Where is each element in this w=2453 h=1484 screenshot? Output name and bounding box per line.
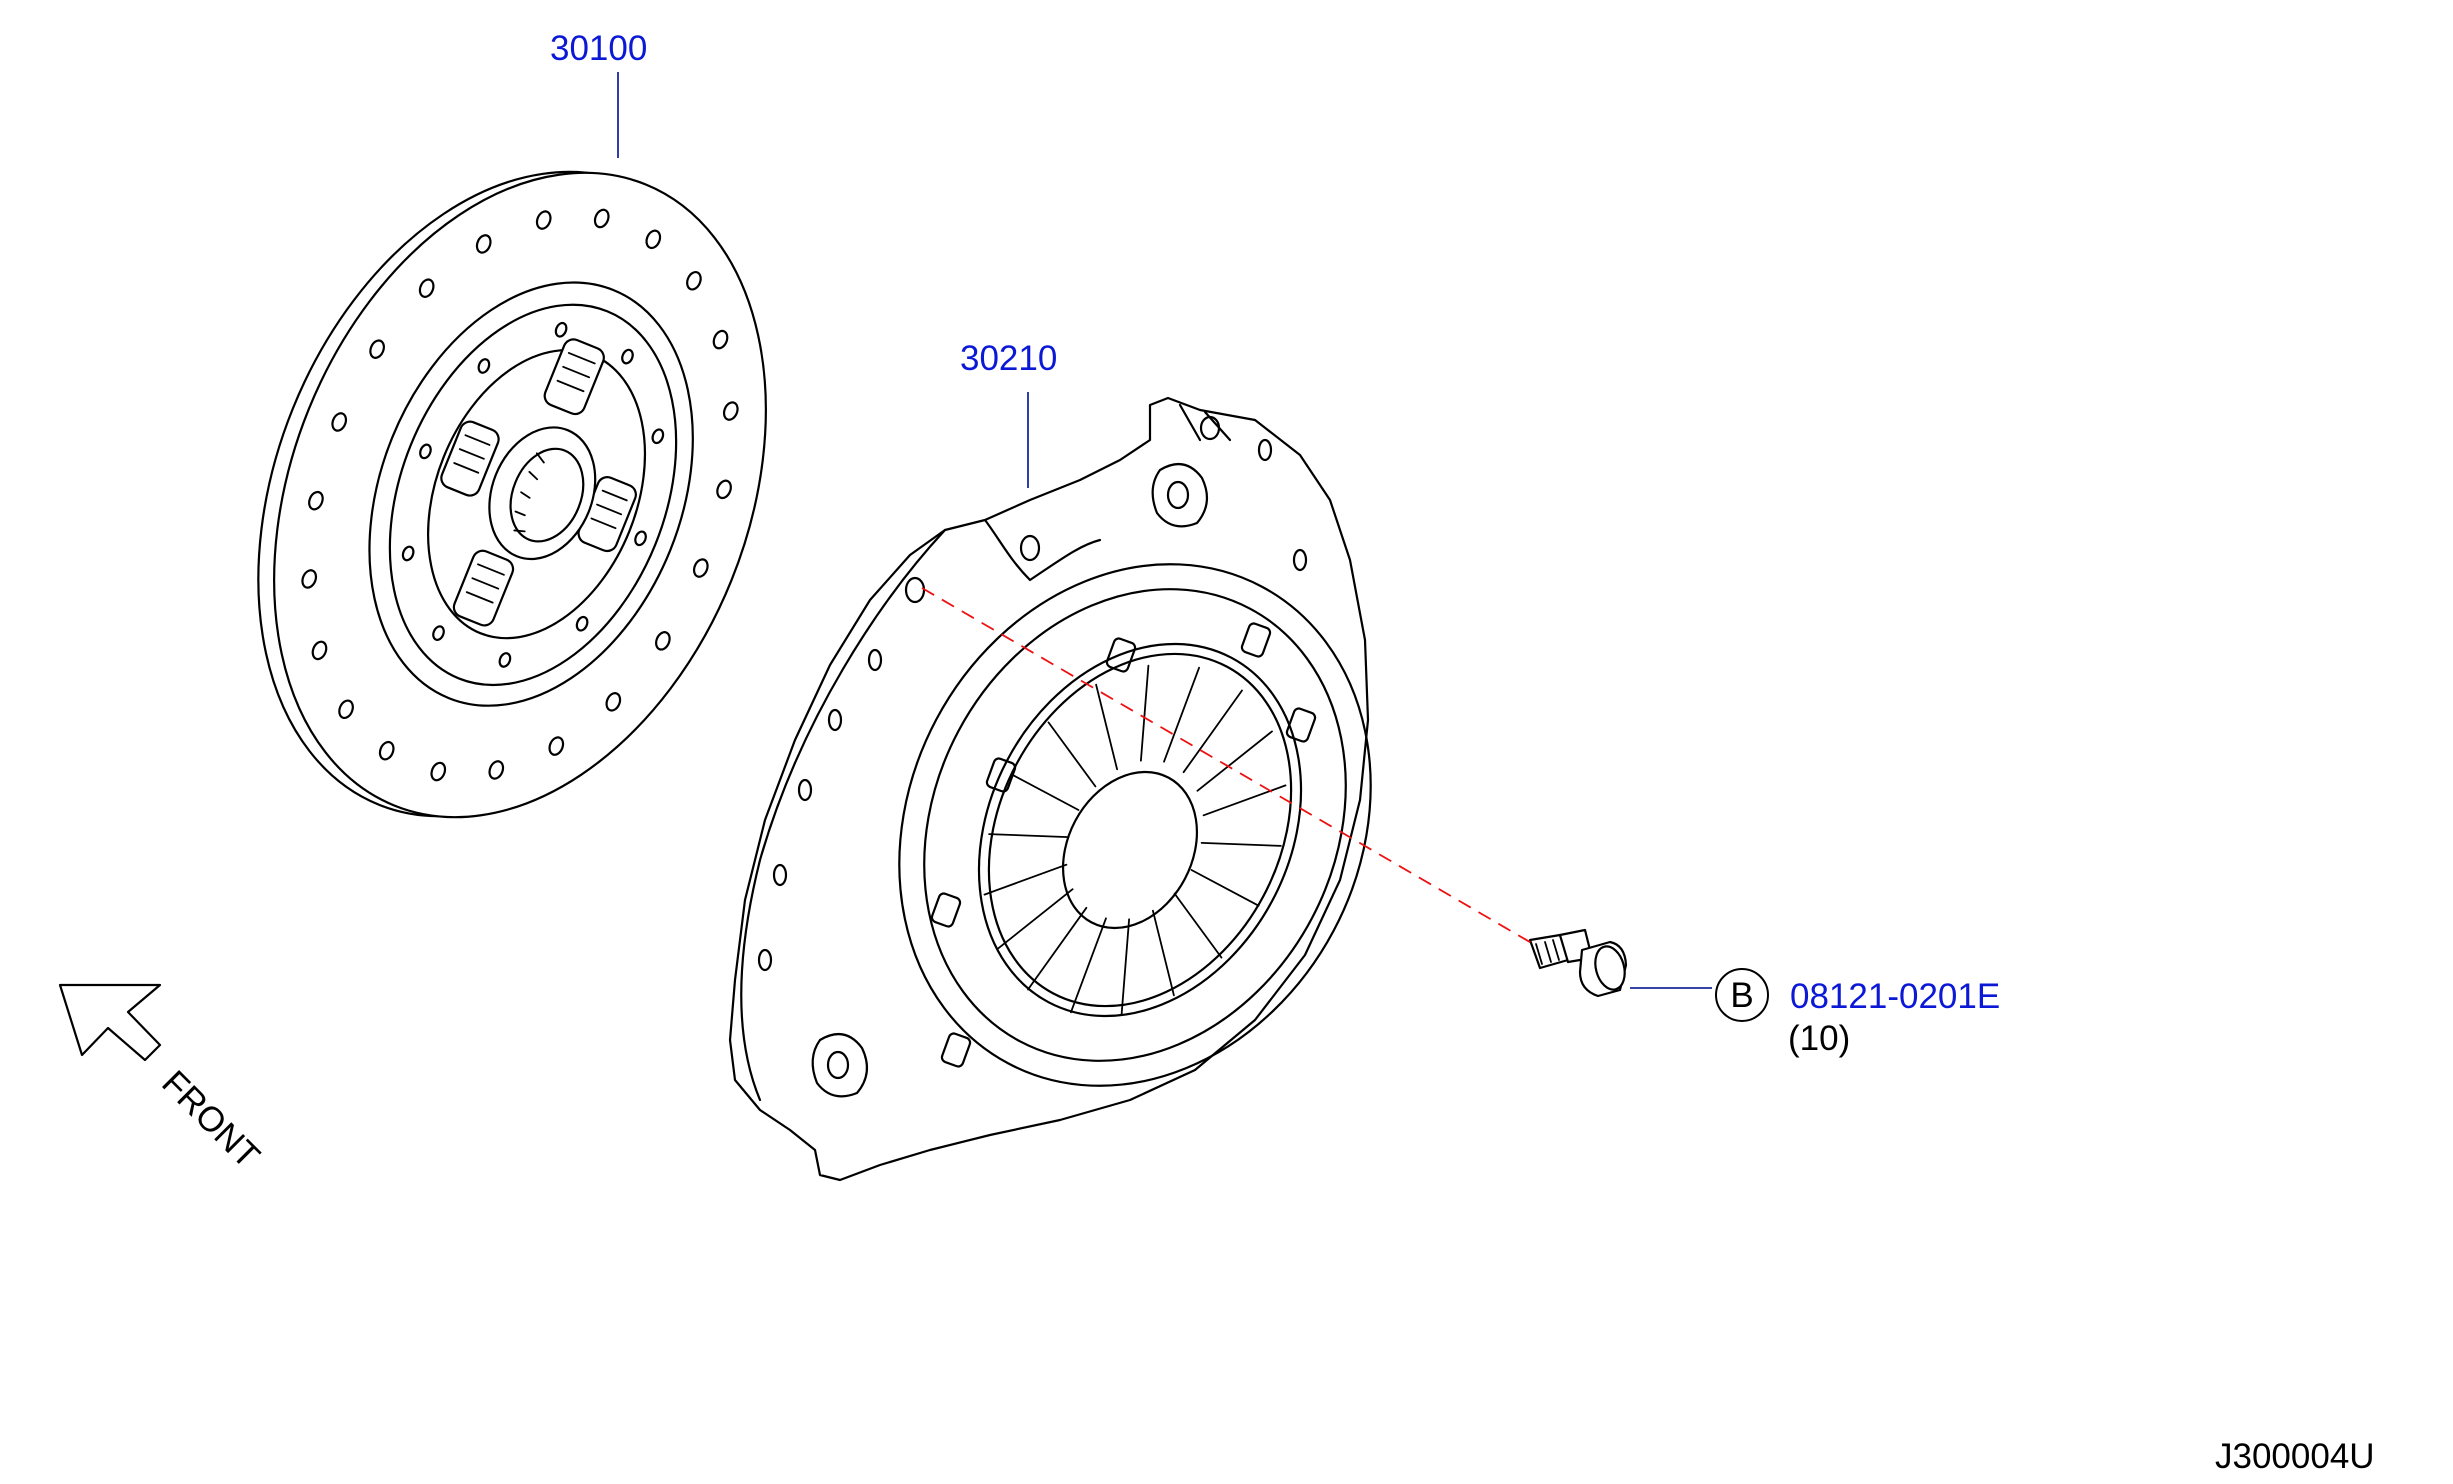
clutch-disc: [257, 170, 767, 819]
ref-letter-badge: B: [1715, 968, 1769, 1022]
diaphragm-finger: [1152, 909, 1175, 997]
part-number-30100: 30100: [550, 29, 647, 68]
rivet-hole: [338, 699, 354, 720]
rivet-hole: [488, 760, 505, 780]
friction-rivets: [301, 208, 739, 782]
diaphragm-finger: [1202, 784, 1287, 817]
mounting-lugs: [811, 403, 1232, 1098]
rivet-hole: [331, 412, 348, 432]
rivet-hole: [692, 558, 709, 578]
rivet-hole: [686, 270, 702, 291]
diaphragm-finger: [1182, 689, 1243, 774]
diaphragm-finger: [997, 888, 1074, 950]
damper-springs: [440, 338, 637, 627]
part-number-08121-0201E: 08121-0201E: [1790, 977, 2000, 1016]
rivet-hole: [432, 625, 445, 641]
rivet-hole: [308, 490, 324, 511]
diaphragm-finger: [1173, 892, 1223, 959]
diaphragm-finger: [1095, 683, 1118, 771]
rivet-hole: [535, 210, 552, 230]
diaphragm-finger: [1163, 666, 1200, 763]
svg-text:B: B: [1730, 976, 1753, 1015]
rivet-hole: [477, 358, 491, 374]
drawing-id: J300004U: [2215, 1437, 2375, 1476]
rivet-hole: [621, 348, 634, 365]
rivet-hole: [311, 640, 328, 661]
rivet-hole: [401, 545, 415, 562]
rivet-hole: [575, 615, 589, 632]
diaphragm-finger: [1140, 664, 1150, 762]
diaphragm-finger: [1010, 773, 1080, 811]
diaphragm-finger: [988, 833, 1070, 838]
rivet-hole: [418, 278, 435, 298]
clutch-cover: [728, 396, 1372, 1182]
diaphragm-finger: [1190, 869, 1260, 907]
rivet-hole: [369, 339, 385, 359]
rivet-hole: [655, 631, 671, 651]
rivet-hole: [430, 761, 447, 782]
rivet-hole: [593, 208, 610, 229]
rivet-hole: [498, 652, 512, 668]
front-direction-arrow: FRONT: [58, 983, 267, 1176]
diaphragm-finger: [1200, 842, 1282, 847]
diaphragm-finger: [1120, 918, 1130, 1016]
rivet-hole: [712, 329, 729, 350]
rivet-hole: [716, 479, 732, 500]
diaphragm-finger: [1027, 906, 1088, 991]
quantity-label: (10): [1788, 1019, 1850, 1058]
splined-hub: [488, 426, 597, 561]
diaphragm-finger: [983, 863, 1068, 896]
rivet-hole: [548, 736, 565, 756]
front-label: FRONT: [154, 1063, 267, 1176]
diaphragm-finger: [1047, 721, 1097, 788]
rivet-hole: [605, 692, 622, 712]
assembly-axis-line: [921, 587, 1536, 946]
diaphragm-finger: [1070, 917, 1107, 1014]
rivet-hole: [419, 443, 432, 460]
hub-holes: [401, 321, 665, 668]
rivet-hole: [722, 401, 739, 421]
cover-bolt-holes: [757, 438, 1308, 972]
rivet-hole: [651, 428, 665, 445]
rivet-hole: [378, 740, 395, 761]
diaphragm-spring: [977, 642, 1303, 1018]
part-number-30210: 30210: [960, 339, 1057, 378]
rivet-hole: [554, 321, 568, 338]
diaphragm-finger: [1196, 730, 1273, 792]
bolt: [1528, 928, 1628, 998]
rivet-hole: [634, 530, 647, 547]
rivet-hole: [645, 229, 662, 250]
rivet-hole: [475, 234, 492, 254]
rivet-hole: [301, 569, 318, 589]
